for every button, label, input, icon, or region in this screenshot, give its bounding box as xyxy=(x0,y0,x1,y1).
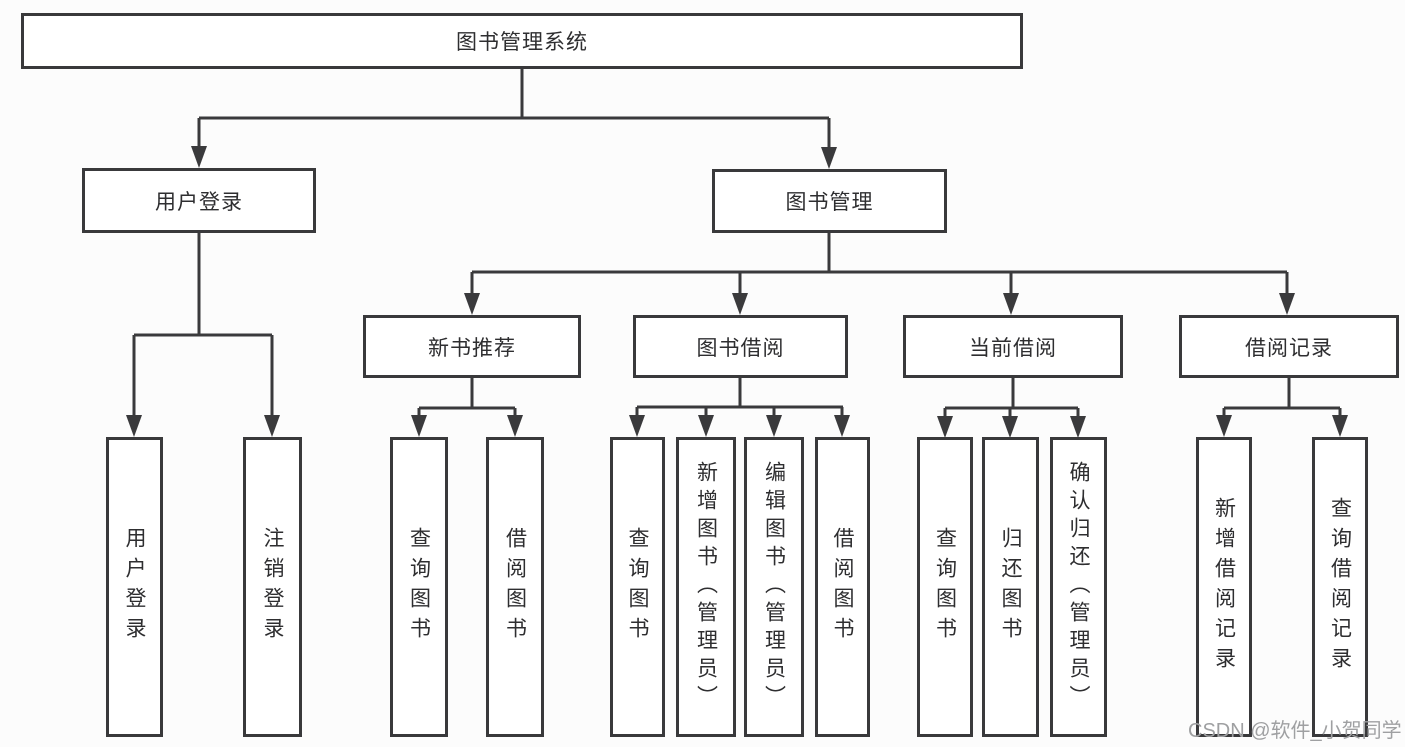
leaf-return-book: 归还图书 xyxy=(982,437,1039,737)
leaf-confirm-return-admin: 确认归还（管理员） xyxy=(1050,437,1107,737)
csdn-watermark: CSDN @软件_小贺同学 xyxy=(1188,720,1402,742)
node-label: 新书推荐 xyxy=(428,336,516,360)
leaf-user-login: 用户登录 xyxy=(106,437,163,737)
leaf-edit-book-admin: 编辑图书（管理员） xyxy=(744,437,804,737)
node-label: 图书借阅 xyxy=(696,336,785,360)
leaf-label: 注销登录 xyxy=(261,527,284,647)
leaf-label: 查询借阅记录 xyxy=(1328,497,1352,677)
leaf-label: 借阅图书 xyxy=(503,527,527,647)
leaf-query-borrow-record: 查询借阅记录 xyxy=(1312,437,1368,737)
leaf-label: 新增图书（管理员） xyxy=(694,461,718,713)
leaf-label: 确认归还（管理员） xyxy=(1067,461,1090,713)
leaf-add-book-admin: 新增图书（管理员） xyxy=(676,437,736,737)
node-current-borrowing: 当前借阅 xyxy=(903,315,1123,378)
leaf-label: 编辑图书（管理员） xyxy=(762,461,786,713)
node-library-management-system: 图书管理系统 xyxy=(21,13,1023,69)
leaf-add-borrow-record: 新增借阅记录 xyxy=(1196,437,1252,737)
node-label: 图书管理 xyxy=(785,191,874,214)
leaf-query-books-recommend: 查询图书 xyxy=(390,437,448,737)
arrowheads xyxy=(126,146,1348,438)
leaf-label: 查询图书 xyxy=(933,527,957,647)
node-book-management: 图书管理 xyxy=(712,169,947,233)
leaf-query-books-current: 查询图书 xyxy=(917,437,973,737)
leaf-label: 归还图书 xyxy=(999,527,1022,647)
leaf-borrow-books-borrowing: 借阅图书 xyxy=(815,437,870,737)
leaf-label: 查询图书 xyxy=(407,527,431,647)
leaf-borrow-books-recommend: 借阅图书 xyxy=(486,437,544,737)
node-new-book-recommendation: 新书推荐 xyxy=(363,315,581,378)
node-label: 当前借阅 xyxy=(969,336,1057,360)
leaf-label: 新增借阅记录 xyxy=(1212,497,1236,677)
node-label: 借阅记录 xyxy=(1245,336,1333,360)
node-user-login: 用户登录 xyxy=(82,168,316,233)
leaf-label: 借阅图书 xyxy=(831,527,854,647)
leaf-label: 查询图书 xyxy=(626,527,649,647)
leaf-label: 用户登录 xyxy=(123,527,146,647)
node-label: 图书管理系统 xyxy=(456,31,588,54)
leaf-query-books-borrowing: 查询图书 xyxy=(610,437,665,737)
node-borrowing-records: 借阅记录 xyxy=(1179,315,1399,378)
connector-path xyxy=(132,69,1342,422)
leaf-logout-login: 注销登录 xyxy=(243,437,302,737)
node-label: 用户登录 xyxy=(155,190,243,214)
node-book-borrowing: 图书借阅 xyxy=(633,315,848,378)
